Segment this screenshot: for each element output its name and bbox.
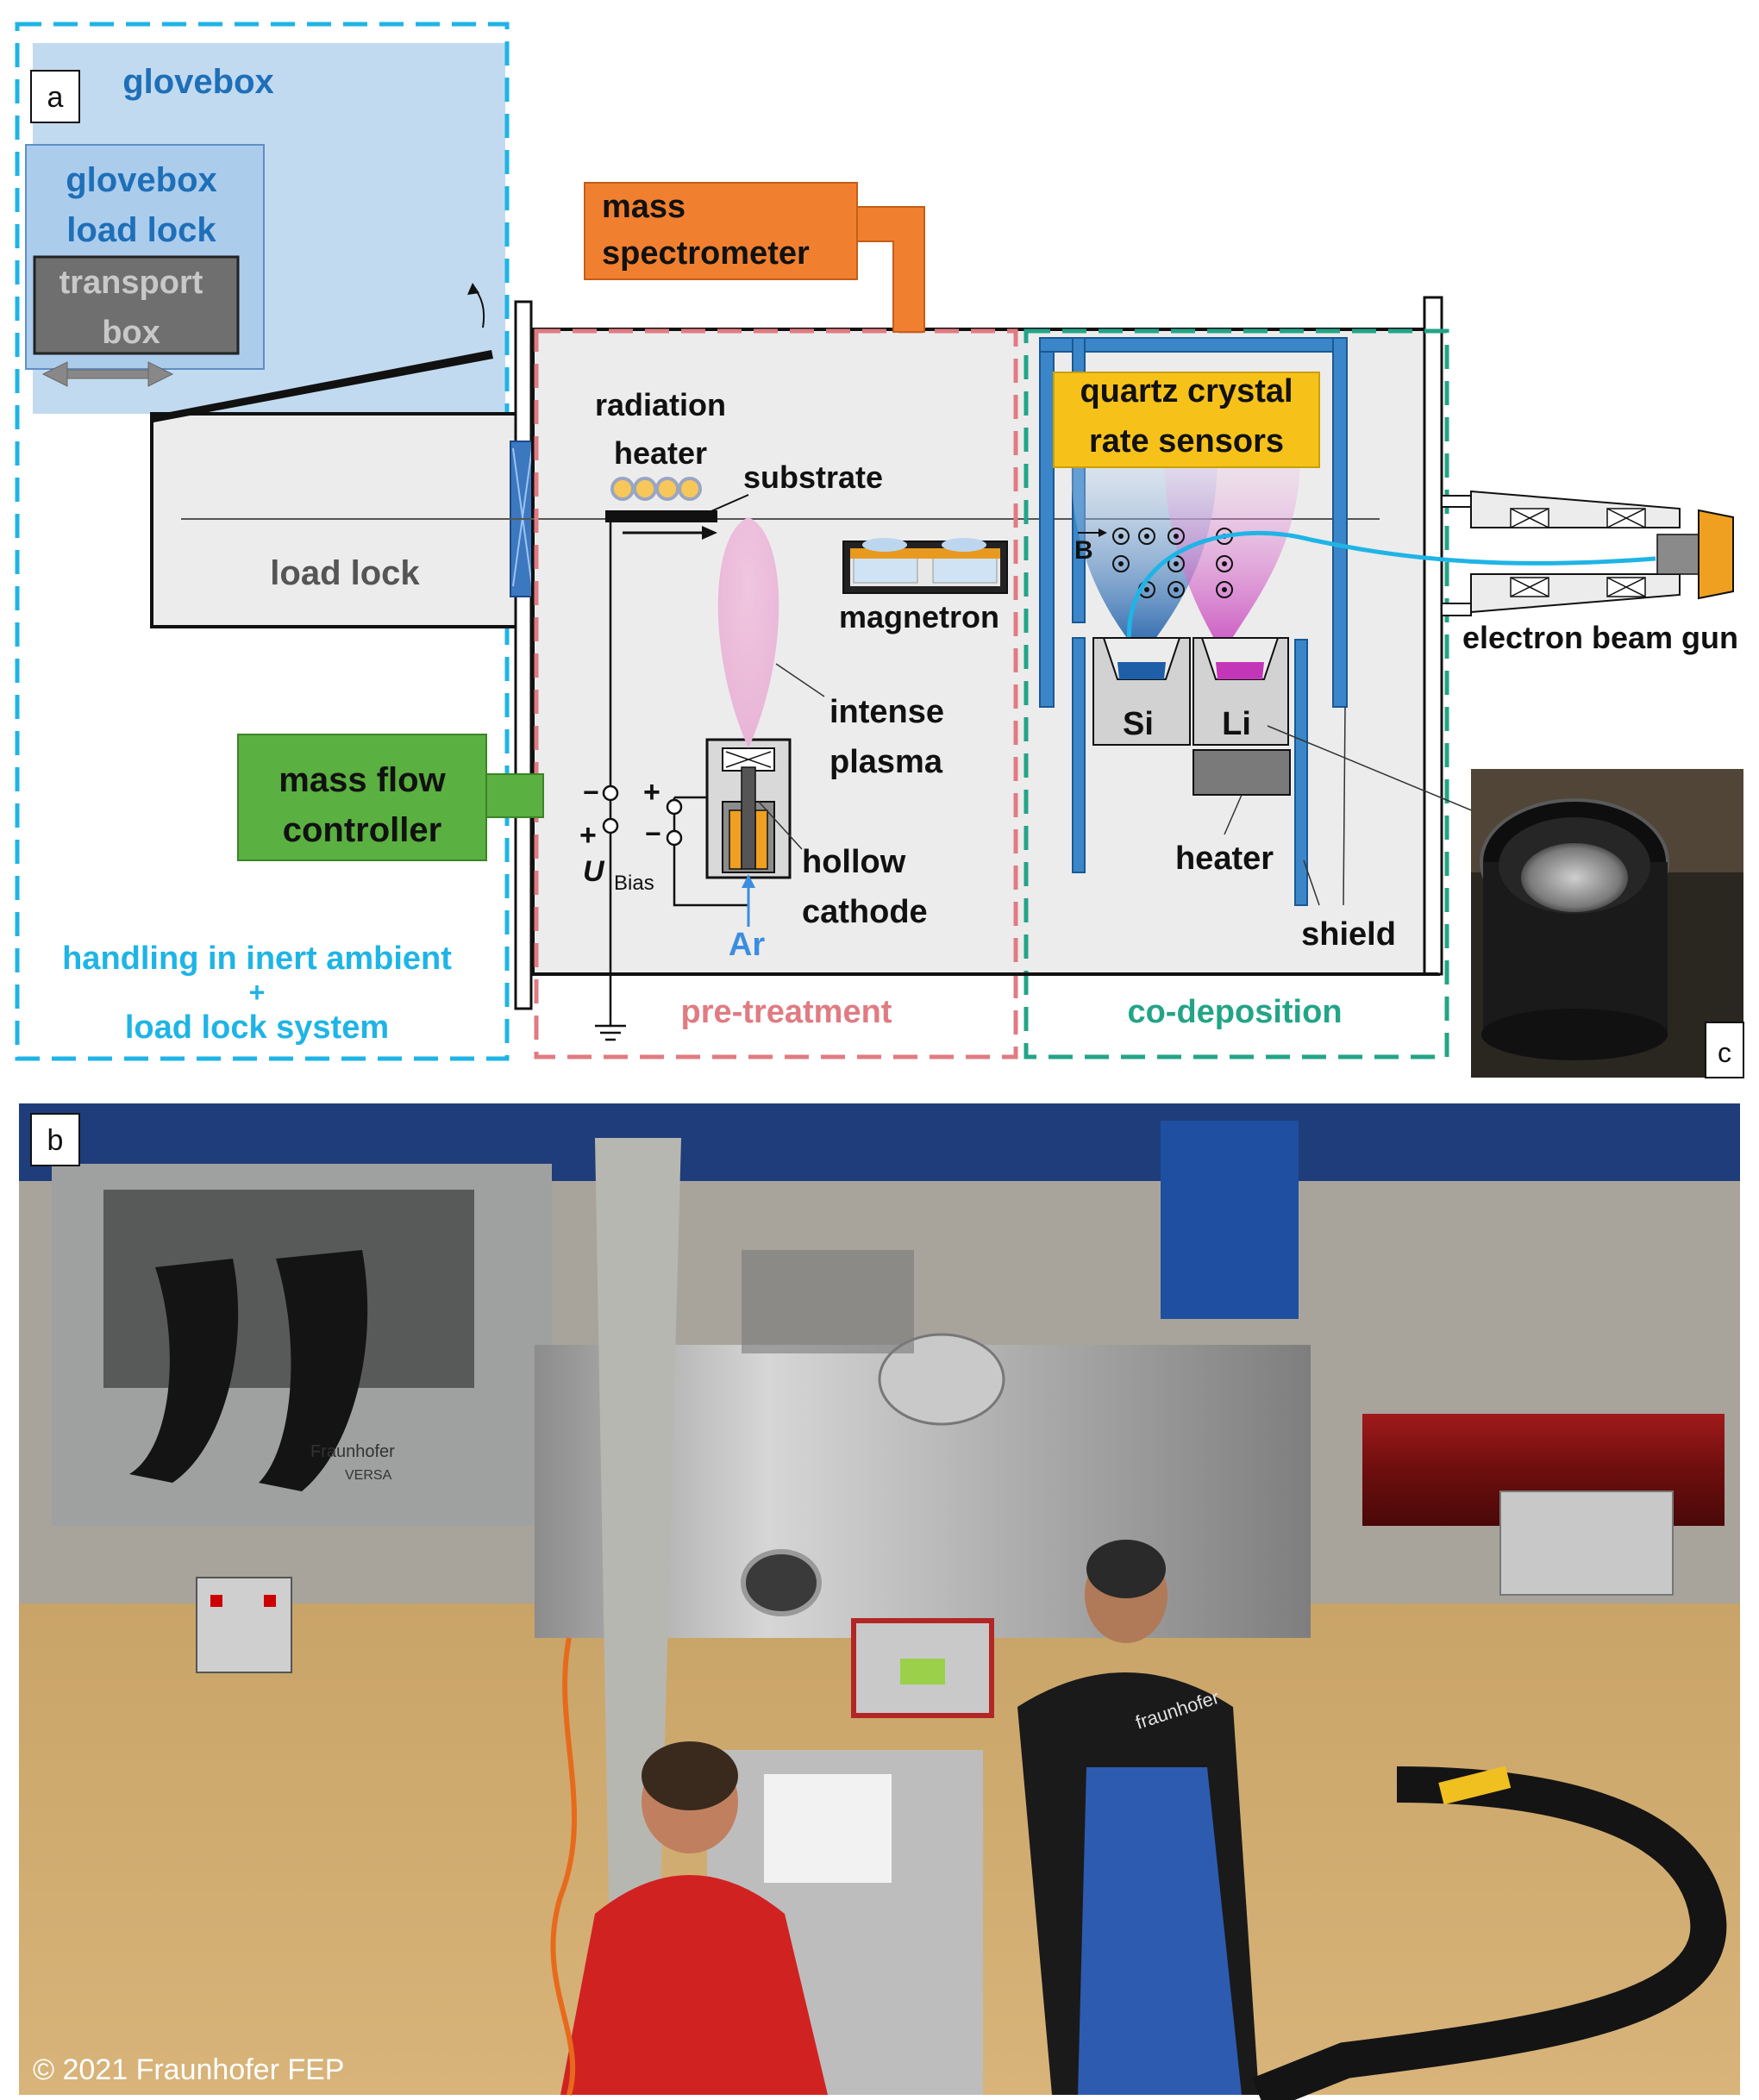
bias-plus-left: + [579, 819, 597, 852]
codeposition-region [1023, 328, 1449, 1059]
panel-label-b: b [47, 1124, 64, 1157]
bias-subscript: Bias [614, 872, 654, 895]
bias-symbol: U [583, 855, 605, 888]
magnetron-label: magnetron [839, 599, 999, 634]
qcm-label-1: quartz crystal [1080, 373, 1293, 409]
transport-box [33, 255, 240, 355]
panel-label-a: a [47, 81, 64, 114]
panel-a-schematic: a glovebox glovebox load lock transport … [15, 22, 1738, 1061]
crucible-li[interactable] [1192, 637, 1289, 746]
bias-plus-right: + [643, 776, 660, 809]
intense-plasma-label-1: intense [829, 694, 944, 730]
quartz-crystal-rate-sensors[interactable] [1053, 372, 1320, 468]
inert-label-2: load lock system [125, 1009, 389, 1046]
transport-box-label-1: transport [59, 265, 203, 301]
substrate-plate [605, 510, 717, 522]
mass-flow-label-1: mass flow [279, 761, 446, 799]
load-lock-label: load lock [270, 554, 420, 592]
heater-label: heater [1175, 841, 1274, 877]
shield-label: shield [1301, 916, 1396, 953]
glovebox-load-lock-label-2: load lock [66, 211, 216, 249]
photo-glovebox-brand: Fraunhofer [310, 1442, 395, 1461]
hollow-cathode-label-1: hollow [802, 844, 906, 880]
load-lock-lid [152, 350, 493, 422]
photo-copyright: © 2021 Fraunhofer FEP [33, 2053, 344, 2086]
plasma-plume [717, 517, 779, 748]
load-lock-chamber [150, 412, 521, 628]
inert-label-plus: + [249, 977, 266, 1008]
radiation-heater-label-1: radiation [595, 387, 726, 422]
mass-spectrometer-label-1: mass [602, 189, 685, 225]
panel-c-crucible-photo: c [1471, 769, 1744, 1078]
photo-cable-chain [1252, 1766, 1727, 2100]
crucible-si-label: Si [1123, 706, 1154, 742]
li-vapor-cone [1164, 457, 1300, 653]
glovebox-load-lock-label-1: glovebox [66, 161, 217, 199]
inert-label-1: handling in inert ambient [62, 941, 452, 977]
panel-b-lab-photo: Fraunhofer VERSA fraunhofer [19, 1103, 1740, 2100]
hollow-cathode[interactable] [705, 738, 792, 879]
panel-label-c: c [1718, 1037, 1731, 1068]
photo-control-panel [196, 1577, 292, 1673]
magnetron[interactable] [842, 538, 1008, 594]
mass-spectrometer-label-2: spectrometer [602, 235, 810, 272]
bias-minus-right: − [645, 818, 661, 849]
crucible-li-label: Li [1222, 706, 1251, 742]
magnetic-field-label: B [1074, 536, 1093, 565]
radiation-heater [610, 477, 702, 501]
crucible-heater [1192, 749, 1291, 796]
gate-wall [514, 300, 533, 1010]
electron-beam-gun[interactable] [1441, 490, 1734, 616]
codeposition-region-label: co-deposition [1127, 994, 1342, 1030]
panel-label-a-box [30, 70, 80, 123]
intense-plasma-label-2: plasma [829, 744, 943, 780]
pretreatment-region [534, 328, 1018, 1059]
glovebox-title: glovebox [122, 63, 274, 101]
transport-box-label-2: box [102, 315, 160, 351]
crucible-si[interactable] [1092, 637, 1191, 746]
mfc-connector [485, 773, 544, 818]
substrate-label: substrate [743, 459, 883, 495]
transport-double-arrow [41, 361, 174, 387]
right-flange [1423, 296, 1443, 976]
mass-flow-label-2: controller [283, 811, 441, 849]
photo-glovebox-model: VERSA [345, 1468, 392, 1483]
argon-label: Ar [729, 927, 765, 963]
magnetic-field-markers [1112, 528, 1233, 598]
mass-flow-controller[interactable] [237, 734, 487, 861]
pretreatment-region-label: pre-treatment [681, 994, 892, 1030]
bias-minus-left: − [583, 777, 599, 808]
radiation-heater-label-2: heater [614, 435, 707, 471]
electron-beam-path [1126, 530, 1656, 647]
hollow-cathode-label-2: cathode [802, 894, 928, 930]
mass-spectrometer[interactable] [584, 182, 858, 280]
mass-spec-pipe [856, 206, 925, 333]
qcm-label-2: rate sensors [1089, 423, 1284, 459]
electron-beam-gun-label: electron beam gun [1462, 620, 1738, 655]
